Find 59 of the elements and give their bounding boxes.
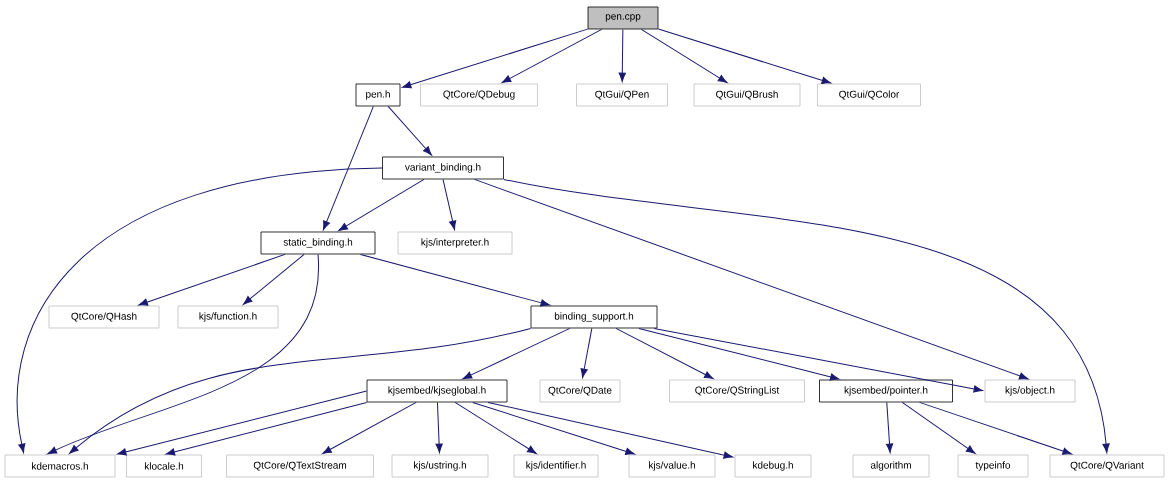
arrow xyxy=(638,327,840,381)
arrow xyxy=(901,401,976,454)
file-box: kjsembed/pointer.h xyxy=(819,379,953,403)
file-box: algorithm xyxy=(852,454,930,478)
file-box: binding_support.h xyxy=(530,305,658,329)
file-box: QtGui/QBrush xyxy=(693,83,801,107)
arrow xyxy=(116,390,368,456)
file-box: kjs/ustring.h xyxy=(391,454,489,478)
file-box: QtCore/QHash xyxy=(48,305,160,329)
file-box: kdebug.h xyxy=(734,454,812,478)
file-box: QtCore/QStringList xyxy=(669,379,805,403)
file-box: QtCore/QTextStream xyxy=(226,454,374,478)
arrow xyxy=(435,401,443,453)
arrow xyxy=(442,178,457,231)
arrow xyxy=(640,28,728,83)
file-box: kjs/object.h xyxy=(984,379,1076,403)
arrow xyxy=(503,178,1110,453)
arrow xyxy=(474,178,1029,380)
arrow xyxy=(580,327,593,378)
arrow xyxy=(653,327,983,393)
file-box: QtCore/QDate xyxy=(539,379,621,403)
arrow xyxy=(472,401,635,455)
file-box: QtGui/QColor xyxy=(817,83,921,107)
arrow xyxy=(243,253,305,305)
arrow xyxy=(338,178,425,231)
arrow xyxy=(618,28,626,82)
arrow xyxy=(322,401,417,455)
arrow xyxy=(487,401,734,459)
file-box: kjs/identifier.h xyxy=(513,454,599,478)
file-box: QtGui/QPen xyxy=(576,83,668,107)
file-box: kjsembed/kjseglobal.h xyxy=(366,379,508,403)
file-box: pen.h xyxy=(355,83,401,107)
arrow xyxy=(17,167,383,453)
arrow xyxy=(462,327,571,380)
root-file-box: pen.cpp xyxy=(587,6,659,30)
arrow xyxy=(165,401,368,456)
arrow xyxy=(454,401,537,454)
file-box: kjs/function.h xyxy=(177,305,279,329)
arrow xyxy=(322,105,374,231)
arrow xyxy=(138,253,286,306)
arrow xyxy=(387,105,432,156)
file-box: typeinfo xyxy=(957,454,1029,478)
file-box: klocale.h xyxy=(126,454,202,478)
arrow xyxy=(360,253,550,307)
arrow xyxy=(919,401,1072,455)
file-box: QtCore/QVariant xyxy=(1049,454,1165,478)
file-box: QtCore/QDebug xyxy=(420,83,538,107)
file-box: kjs/interpreter.h xyxy=(397,231,513,255)
arrow xyxy=(615,327,714,380)
file-box: variant_binding.h xyxy=(382,156,504,180)
arrow xyxy=(401,28,589,89)
arrow xyxy=(657,28,832,84)
arrow xyxy=(885,401,894,453)
file-box: kjs/value.h xyxy=(628,454,716,478)
arrow xyxy=(47,253,319,455)
file-box: kdemacros.h xyxy=(4,454,116,478)
arrow xyxy=(69,327,532,454)
arrow xyxy=(501,28,603,84)
file-box: static_binding.h xyxy=(260,231,376,255)
